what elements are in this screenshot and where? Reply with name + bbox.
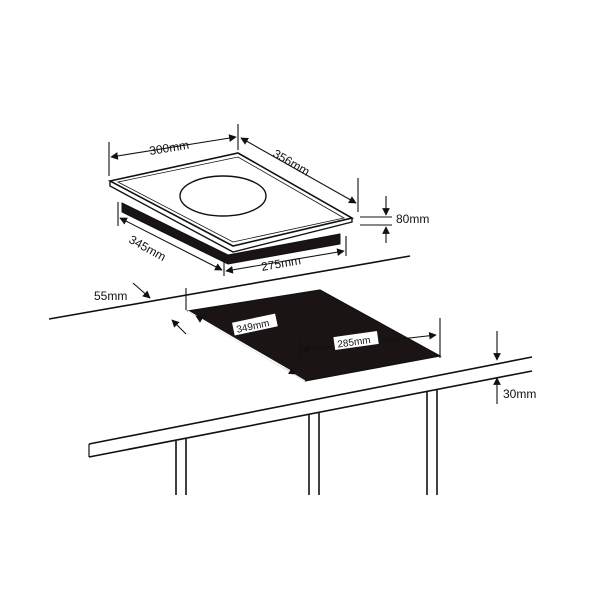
cutout-width-label: 285mm (337, 335, 372, 351)
dimension-hob-base-depth (117, 202, 223, 271)
dimension-hob-base-width (223, 236, 347, 276)
hob-base-width-label: 275mm (260, 253, 302, 274)
countertop-front-edge (88, 356, 533, 445)
cutout-width-label-bg (333, 330, 379, 350)
edge-offset-label: 55mm (94, 289, 127, 303)
dimension-cutout-depth (195, 315, 297, 375)
dimension-hob-height (360, 196, 392, 243)
cutout-depth-label-bg (232, 313, 278, 336)
countertop-thickness-label: 30mm (503, 387, 536, 401)
hob-depth-label: 356mm (271, 146, 313, 178)
dimension-hob-depth (240, 137, 359, 212)
hob-glass-top (107, 152, 355, 247)
dimension-hob-width (108, 124, 239, 176)
dimension-edge-offset (132, 282, 187, 335)
countertop-cutout (186, 289, 442, 382)
hob-base-depth-label: 345mm (127, 232, 169, 264)
hob-height-label: 80mm (396, 212, 429, 226)
countertop (48, 255, 533, 495)
countertop-bottom-edge (88, 370, 533, 458)
countertop-back-edge (48, 255, 411, 320)
hob-width-label: 300mm (148, 138, 190, 158)
